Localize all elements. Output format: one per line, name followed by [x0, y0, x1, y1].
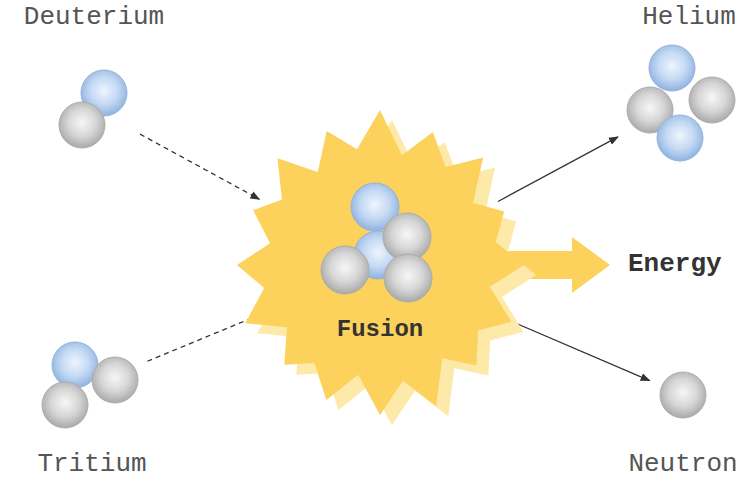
energy-output: Energy: [624, 247, 726, 283]
neutron-sphere: [321, 246, 369, 294]
deuterium-particles: Deuterium: [55, 66, 133, 152]
fusion-burst: Fusion: [262, 175, 498, 355]
particle-cluster: [55, 66, 133, 152]
tritium-particles: Tritium: [40, 340, 140, 430]
output-arrow: [498, 137, 618, 202]
neutron-sphere: [59, 102, 105, 148]
particle-cluster: [625, 43, 737, 163]
output-label: Energy: [628, 250, 722, 280]
particle-cluster: [657, 369, 709, 421]
input-arrow: [140, 134, 259, 199]
neutron-sphere: [384, 254, 432, 302]
neutron-sphere: [689, 77, 735, 123]
input-arrow: [147, 315, 259, 361]
particle-label: Tritium: [37, 450, 146, 478]
proton-sphere: [657, 115, 703, 161]
neutron-sphere: [92, 357, 138, 403]
neutron-particle: Neutron: [657, 369, 709, 421]
particle-label: Deuterium: [24, 3, 164, 33]
output-arrow: [498, 316, 650, 381]
starburst-fill: [237, 110, 524, 415]
fused-nucleus: [321, 183, 432, 302]
process-label: Fusion: [262, 316, 498, 344]
neutron-sphere: [42, 382, 88, 428]
particle-label: Helium: [642, 3, 736, 33]
helium-particles: Helium: [625, 43, 737, 163]
particle-cluster: [40, 340, 140, 430]
particle-label: Neutron: [628, 450, 737, 478]
starburst-shape: [220, 105, 530, 435]
proton-sphere: [649, 45, 695, 91]
proton-sphere: [52, 342, 98, 388]
neutron-sphere: [660, 372, 706, 418]
